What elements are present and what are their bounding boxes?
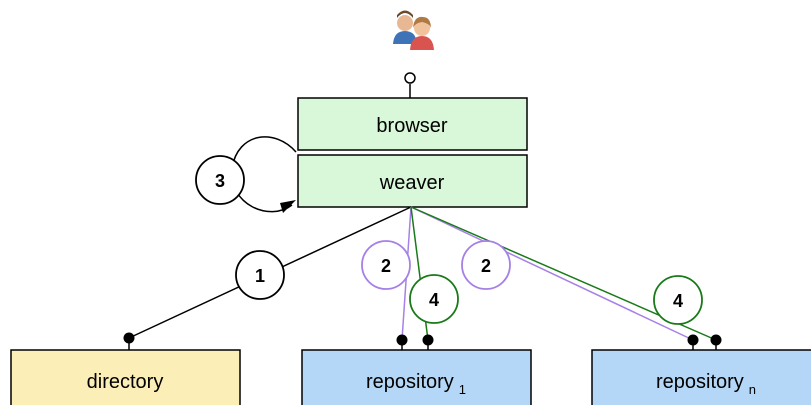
svg-text:3: 3 bbox=[215, 171, 225, 191]
weaver-label: weaver bbox=[379, 172, 445, 194]
browser-box: browser bbox=[297, 97, 528, 151]
step-badge-2-repon: 2 bbox=[461, 240, 511, 290]
repo1-socket-a bbox=[396, 334, 408, 346]
directory-box: directory bbox=[10, 349, 241, 410]
svg-text:4: 4 bbox=[673, 291, 683, 311]
step-badge-2-repo1: 2 bbox=[361, 240, 411, 290]
directory-socket bbox=[123, 332, 135, 344]
purple-line-repon bbox=[410, 206, 694, 341]
provided-interface bbox=[404, 72, 416, 84]
repo1-socket-b bbox=[422, 334, 434, 346]
step-badge-1: 1 bbox=[235, 250, 285, 300]
step-badge-4-repon: 4 bbox=[653, 275, 703, 325]
svg-text:4: 4 bbox=[429, 290, 439, 310]
repon-socket-a bbox=[687, 334, 699, 346]
self-loop-arrowhead bbox=[280, 200, 296, 213]
weaver-box: weaver bbox=[297, 154, 528, 208]
svg-text:1: 1 bbox=[255, 266, 265, 286]
directory-label: directory bbox=[87, 371, 164, 393]
users-icon bbox=[393, 10, 434, 50]
svg-text:2: 2 bbox=[381, 256, 391, 276]
repon-socket-b bbox=[710, 334, 722, 346]
svg-text:2: 2 bbox=[481, 256, 491, 276]
browser-label: browser bbox=[376, 115, 447, 137]
step-badge-3: 3 bbox=[195, 155, 245, 205]
step-badge-4-repo1: 4 bbox=[409, 274, 459, 324]
browser-rect bbox=[297, 97, 528, 151]
